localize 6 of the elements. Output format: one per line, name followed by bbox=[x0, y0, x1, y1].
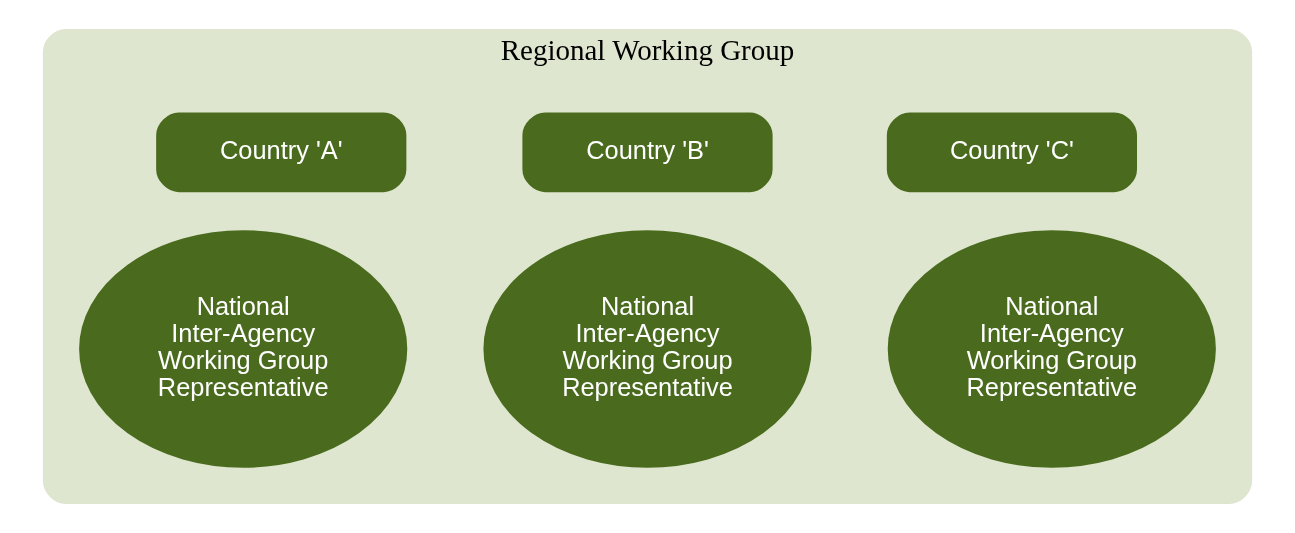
node-ellipse: National Inter-Agency Working Group Representative bbox=[887, 230, 1216, 468]
node-box: Country 'B' bbox=[522, 112, 773, 193]
node-ellipse: National Inter-Agency Working Group Representative bbox=[79, 230, 408, 468]
node-ellipse: National Inter-Agency Working Group Representative bbox=[483, 230, 812, 468]
node-box: Country 'A' bbox=[156, 112, 407, 193]
node-box: Country 'C' bbox=[886, 112, 1138, 193]
